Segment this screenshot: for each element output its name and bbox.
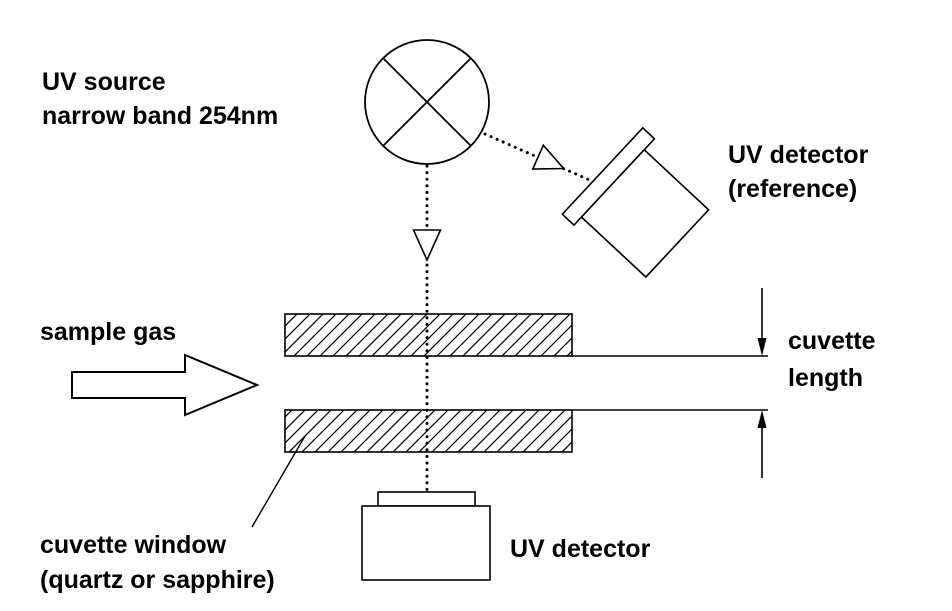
reference-detector: [561, 126, 710, 279]
dimension-arrowhead-up-icon: [757, 410, 767, 428]
cuvette-length-label-line1: cuvette: [788, 327, 876, 355]
sample-gas-arrow-icon: [71, 353, 260, 417]
beam-arrow-reference-icon: [531, 143, 566, 170]
cuvette-window-label-line2: (quartz or sapphire): [40, 566, 275, 594]
uv-source-label-line2: narrow band 254nm: [42, 102, 278, 130]
cuvette-window-bottom: [284, 409, 573, 453]
reference-detector-label-line2: (reference): [728, 175, 857, 203]
main-detector-window-plate: [377, 491, 476, 507]
main-detector-body: [361, 505, 491, 581]
beam-arrow-down-icon: [412, 229, 442, 262]
uv-source-label-line1: UV source: [42, 68, 166, 96]
sample-gas-label: sample gas: [40, 318, 176, 346]
cuvette-window-leader-line: [251, 435, 306, 528]
main-detector-label: UV detector: [510, 535, 651, 563]
lamp-cross-line-2: [382, 57, 472, 147]
cuvette-length-label-line2: length: [788, 364, 863, 392]
cuvette-window-top: [284, 313, 573, 357]
reference-detector-label-line1: UV detector: [728, 141, 869, 169]
dimension-arrowhead-down-icon: [757, 338, 767, 356]
cuvette-window-label-line1: cuvette window: [40, 531, 227, 559]
reference-detector-body: [580, 148, 710, 279]
